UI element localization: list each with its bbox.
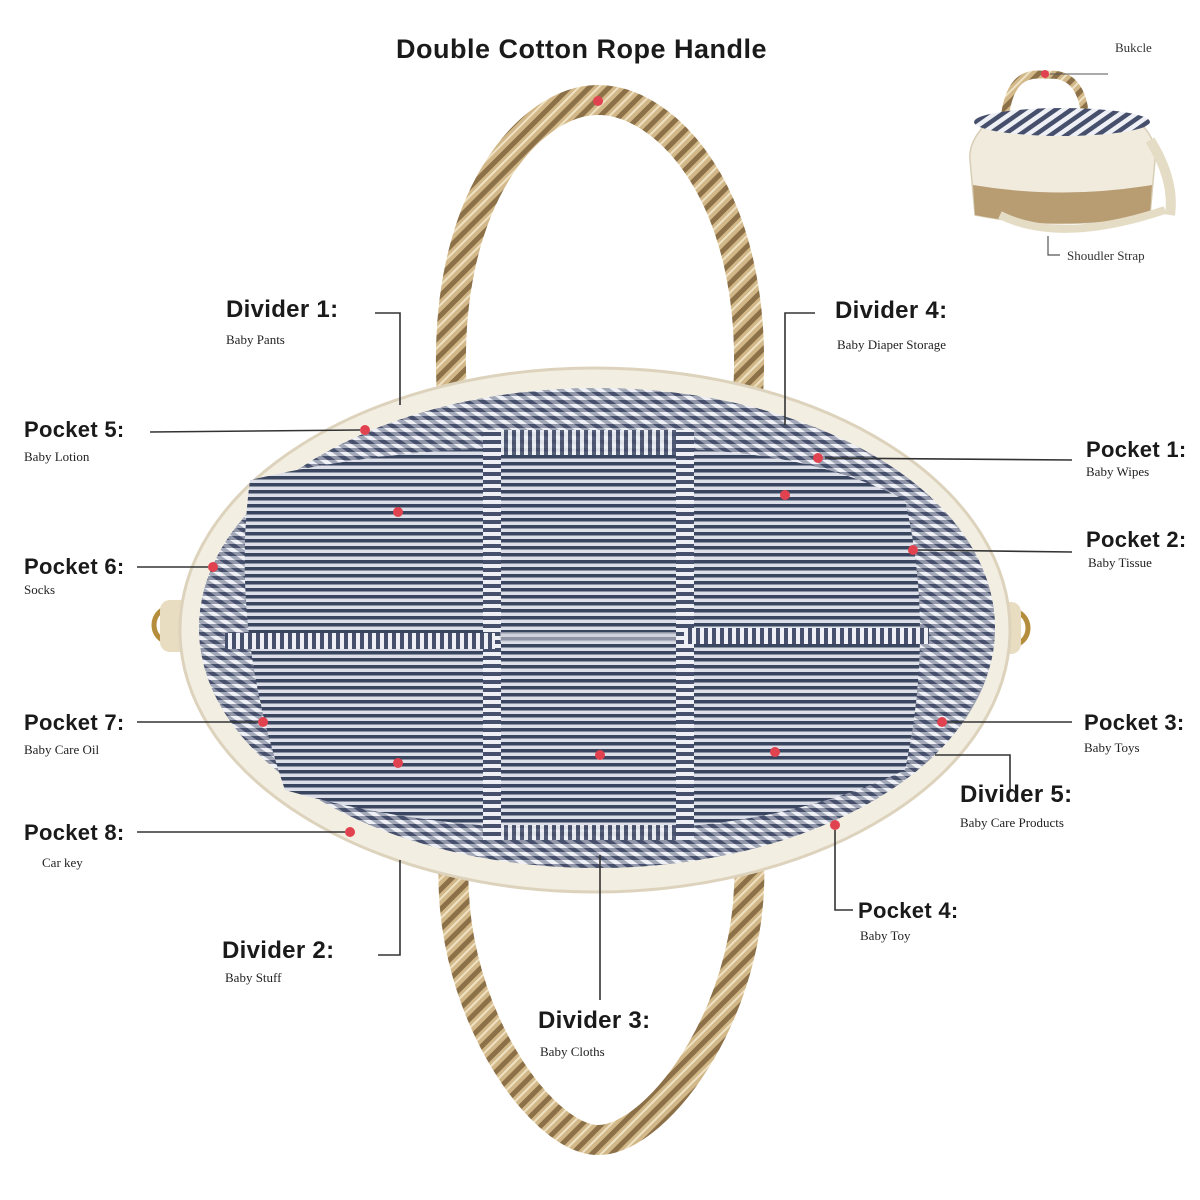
pocket7-desc: Baby Care Oil bbox=[24, 742, 100, 757]
leader-divider2 bbox=[378, 860, 401, 956]
marker-pocket5 bbox=[360, 425, 370, 435]
pocket8-title: Pocket 8: bbox=[24, 820, 125, 845]
pocket1-title: Pocket 1: bbox=[1086, 437, 1187, 462]
divider4-desc: Baby Diaper Storage bbox=[837, 337, 947, 352]
marker-divider5 bbox=[770, 747, 780, 757]
divider4-title: Divider 4: bbox=[835, 297, 948, 324]
divider2-desc: Baby Stuff bbox=[225, 970, 282, 985]
divider5-title: Divider 5: bbox=[960, 781, 1073, 808]
leader-pocket2 bbox=[917, 549, 1073, 553]
marker-divider3 bbox=[595, 750, 605, 760]
pocket4-title: Pocket 4: bbox=[858, 898, 959, 923]
divider5-desc: Baby Care Products bbox=[960, 815, 1064, 830]
right-horizontal-divider bbox=[684, 628, 929, 644]
pocket3-desc: Baby Toys bbox=[1084, 740, 1140, 755]
inset-basket bbox=[969, 70, 1176, 256]
pocket7-title: Pocket 7: bbox=[24, 710, 125, 735]
pocket6-title: Pocket 6: bbox=[24, 554, 125, 579]
marker-divider2 bbox=[393, 758, 403, 768]
inset-strap-label: Shoudler Strap bbox=[1067, 248, 1145, 263]
leader-pocket5 bbox=[149, 429, 361, 433]
marker-divider1 bbox=[393, 507, 403, 517]
divider1-title: Divider 1: bbox=[226, 296, 339, 323]
marker-pocket1 bbox=[813, 453, 823, 463]
leader-divider4 bbox=[784, 312, 815, 425]
marker-pocket4 bbox=[830, 820, 840, 830]
marker-pocket8 bbox=[345, 827, 355, 837]
top-handle bbox=[435, 84, 765, 410]
pocket8-desc: Car key bbox=[42, 855, 83, 870]
handle-title: Double Cotton Rope Handle bbox=[396, 34, 767, 64]
marker-pocket2 bbox=[908, 545, 918, 555]
leader-divider5 bbox=[935, 754, 1011, 790]
bottom-handle bbox=[438, 830, 765, 1156]
pocket5-desc: Baby Lotion bbox=[24, 449, 90, 464]
marker-pocket7 bbox=[258, 717, 268, 727]
inset-buckle-label: Bukcle bbox=[1115, 40, 1152, 55]
leader-divider1 bbox=[375, 312, 401, 405]
pocket3-title: Pocket 3: bbox=[1084, 710, 1185, 735]
pocket2-title: Pocket 2: bbox=[1086, 527, 1187, 552]
divider1-desc: Baby Pants bbox=[226, 332, 285, 347]
marker-pocket6 bbox=[208, 562, 218, 572]
pocket6-desc: Socks bbox=[24, 582, 56, 597]
marker-divider4 bbox=[780, 490, 790, 500]
pocket2-desc: Baby Tissue bbox=[1088, 555, 1152, 570]
pocket4-desc: Baby Toy bbox=[860, 928, 911, 943]
left-horizontal-divider bbox=[225, 633, 495, 649]
divider3-desc: Baby Cloths bbox=[540, 1044, 605, 1059]
divider3-title: Divider 3: bbox=[538, 1007, 651, 1034]
leader-pocket1 bbox=[824, 457, 1073, 461]
divider2-title: Divider 2: bbox=[222, 937, 335, 964]
pocket1-desc: Baby Wipes bbox=[1086, 464, 1150, 479]
marker-pocket3 bbox=[937, 717, 947, 727]
marker-handle bbox=[593, 96, 603, 106]
leader-pocket4 bbox=[834, 830, 853, 911]
pocket5-title: Pocket 5: bbox=[24, 417, 125, 442]
